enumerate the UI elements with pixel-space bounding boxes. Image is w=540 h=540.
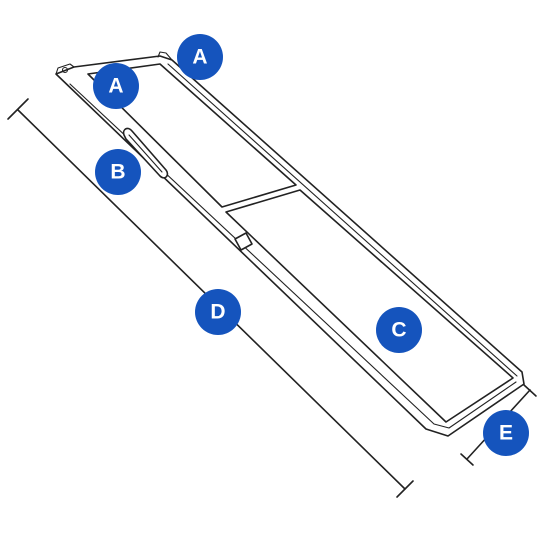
ramp-outer-frame: [55, 55, 525, 437]
ramp: [55, 51, 525, 437]
top-latch-right: [157, 51, 173, 61]
callout-b: B: [95, 149, 141, 195]
callout-badge: [195, 289, 241, 335]
callout-label: E: [499, 422, 513, 445]
upper-panel-surface: [87, 63, 297, 208]
callout-a-top: A: [177, 34, 223, 80]
ramp-bottom-rail: [69, 83, 517, 429]
lower-panel-surface: [225, 189, 514, 423]
callout-label: D: [210, 301, 225, 324]
hinge-band: [234, 232, 253, 251]
callout-d: D: [195, 289, 241, 335]
top-latch-pin: [61, 66, 69, 74]
callout-e: E: [483, 410, 529, 456]
callout-badge: [483, 410, 529, 456]
handle-slot-inner: [128, 134, 163, 173]
callout-label: A: [108, 75, 123, 98]
callout-label: C: [391, 319, 406, 342]
callout-badge: [95, 149, 141, 195]
callout-badge: [376, 307, 422, 353]
ramp-top-rail: [167, 63, 518, 377]
callout-badge: [93, 63, 139, 109]
callout-c: C: [376, 307, 422, 353]
callout-badge: [177, 34, 223, 80]
top-latch-left: [55, 63, 75, 75]
callout-label: A: [192, 46, 207, 69]
callout-label: B: [110, 161, 125, 184]
callout-a-left: A: [93, 63, 139, 109]
